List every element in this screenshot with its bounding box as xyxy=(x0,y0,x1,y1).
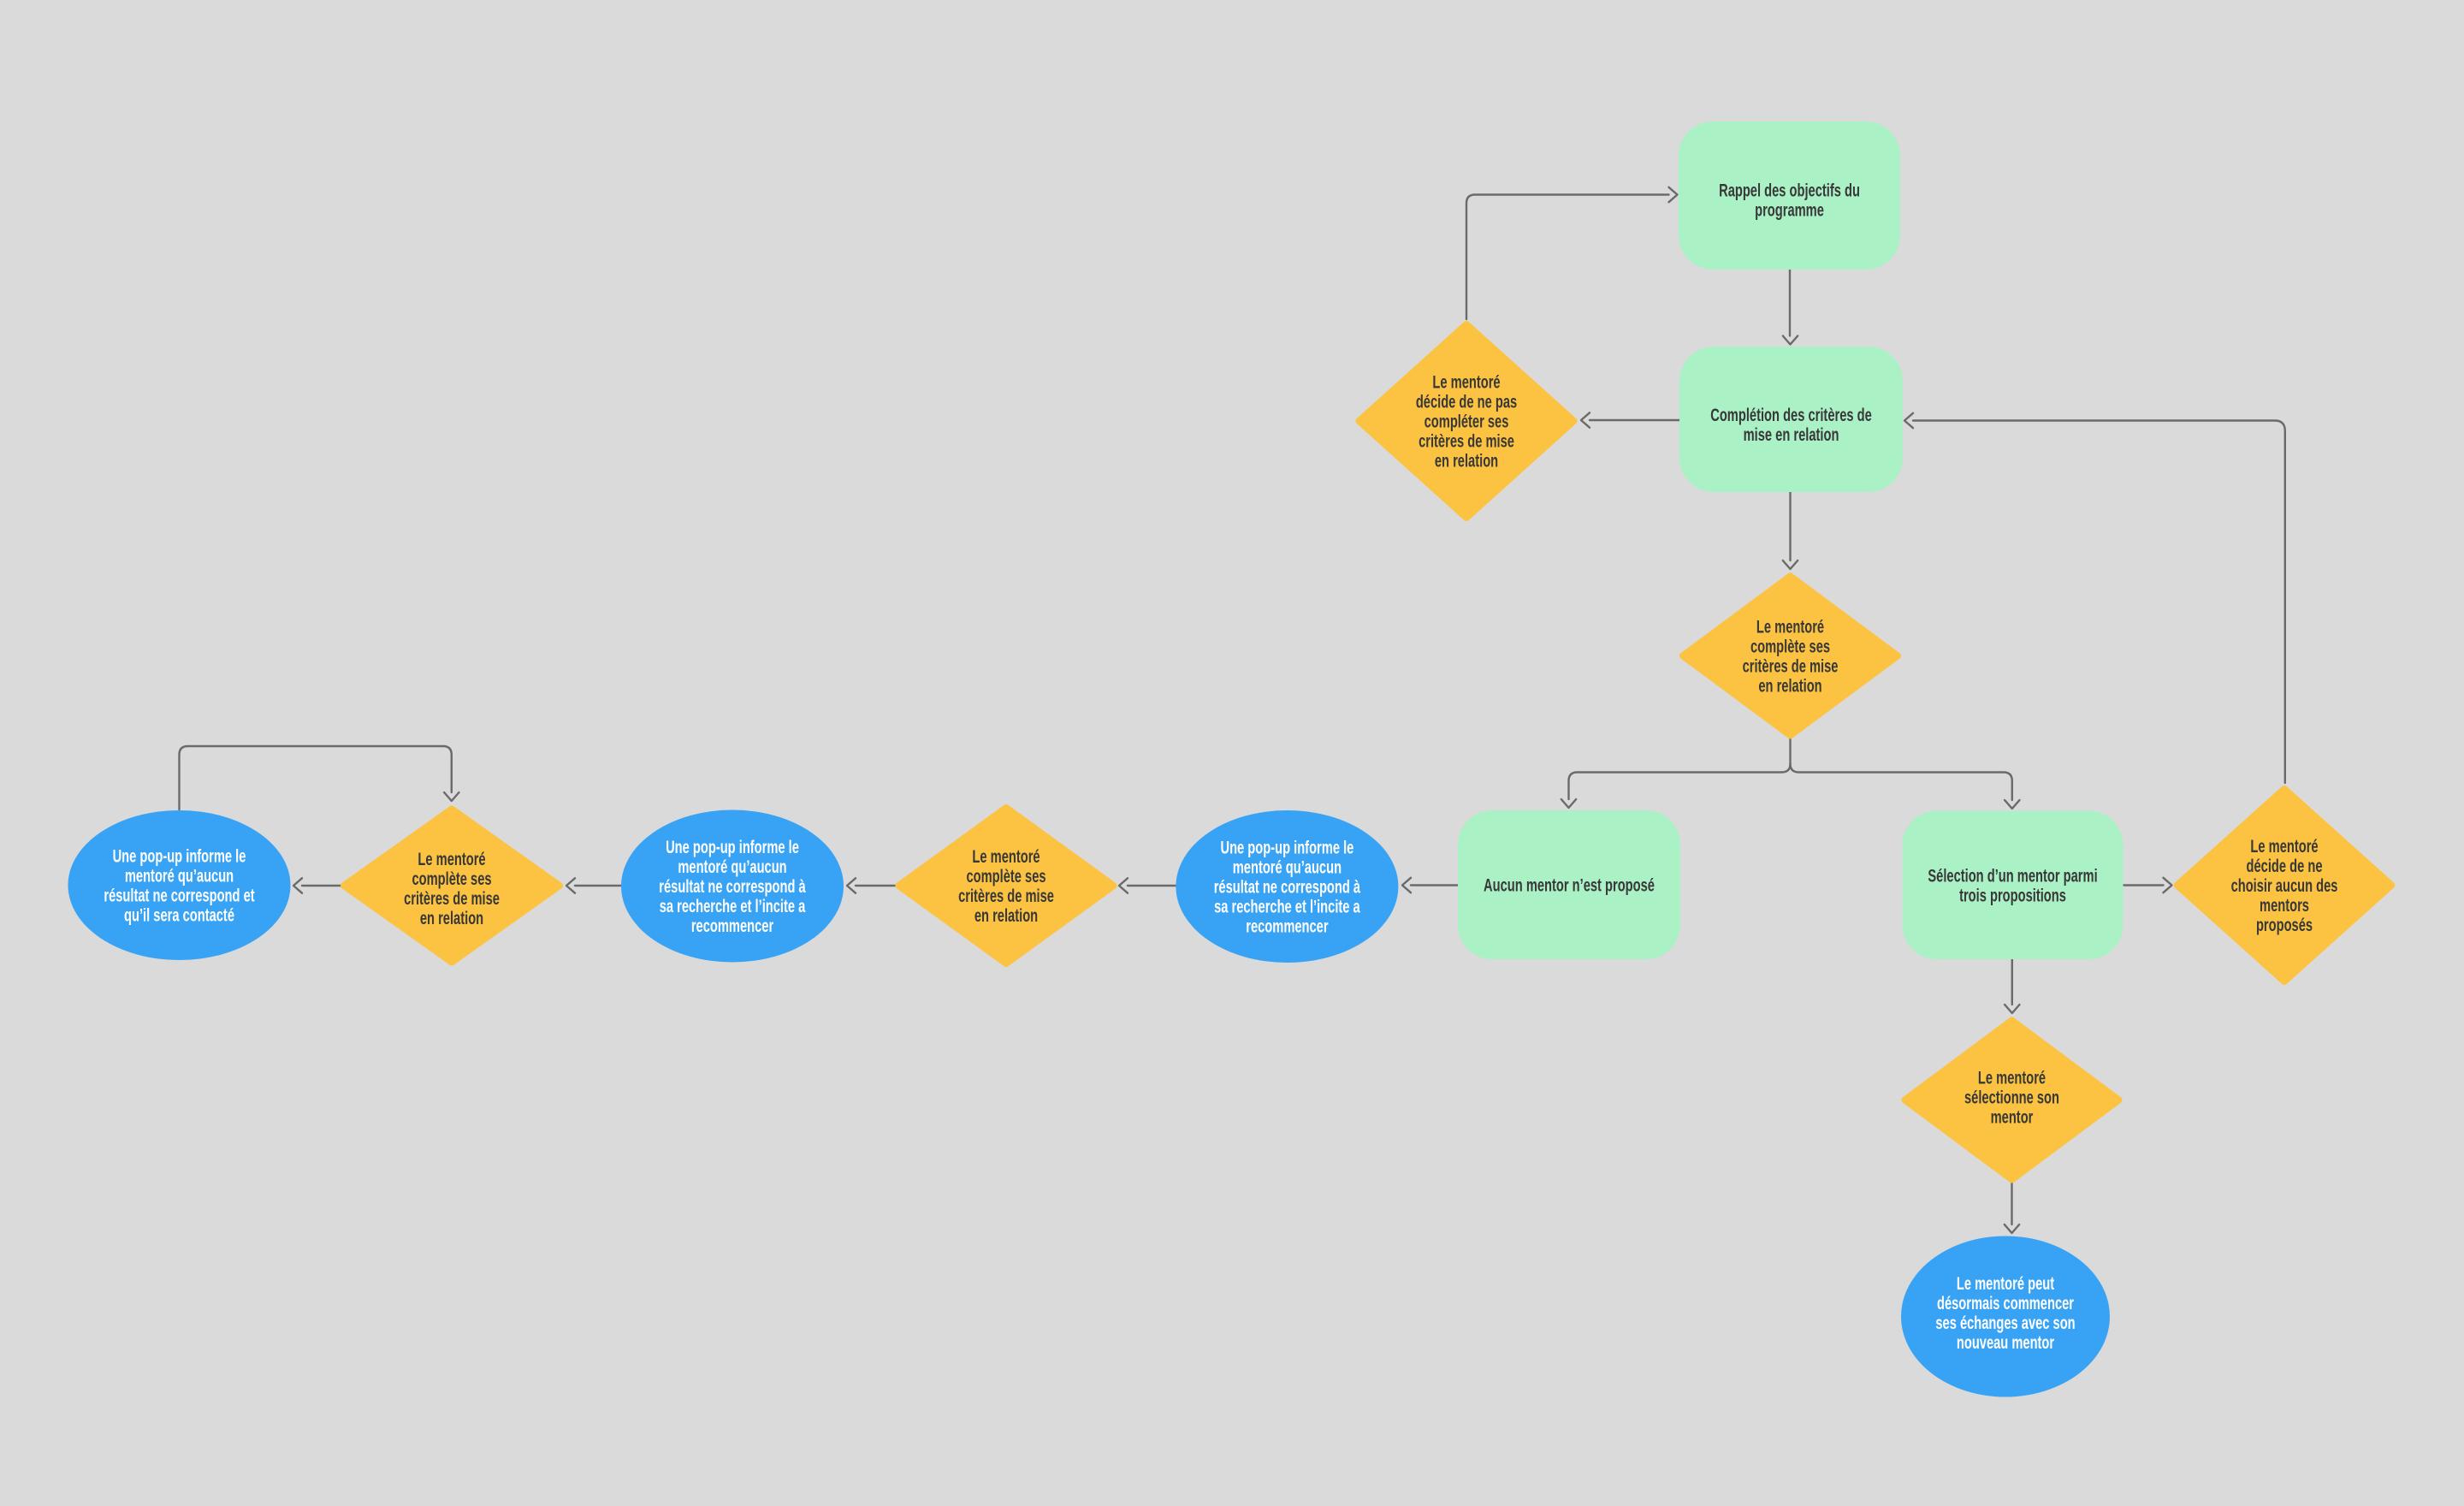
svg-text:Aucun mentor n’est proposé: Aucun mentor n’est proposé xyxy=(1484,875,1655,895)
